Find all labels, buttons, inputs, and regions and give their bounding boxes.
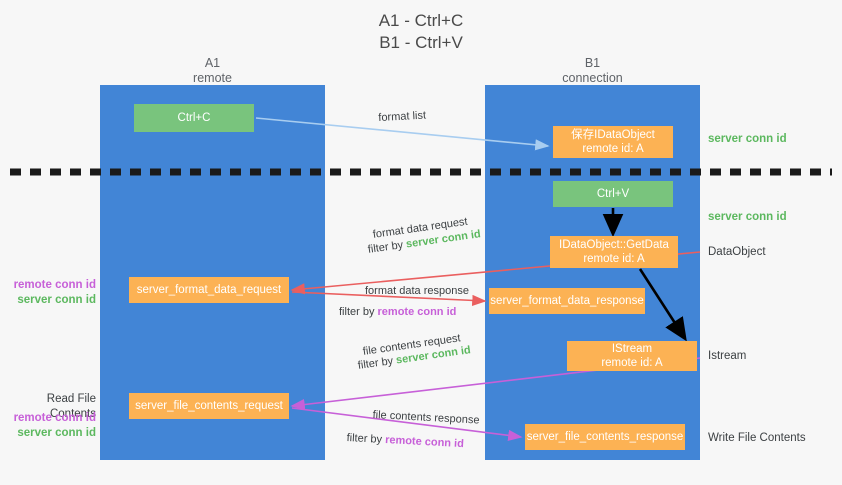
- lane-b1-role: connection: [562, 71, 623, 85]
- box-ctrl-v-label: Ctrl+V: [596, 188, 630, 200]
- page-title: A1 - Ctrl+C B1 - Ctrl+V: [0, 10, 842, 54]
- box-ctrl-v[interactable]: Ctrl+V: [553, 181, 673, 207]
- box-server-format-data-response[interactable]: server_format_data_response: [489, 288, 645, 314]
- label-server-conn-id-mid: server conn id: [708, 211, 787, 223]
- wire-label-file-contents-response-filter: filter by remote conn id: [346, 431, 464, 451]
- label-left-conn-ids-format: remote conn id server conn id: [8, 278, 96, 308]
- label-server-conn-id-2: server conn id: [17, 427, 96, 439]
- title-line-1: A1 - Ctrl+C: [378, 11, 464, 30]
- box-ctrl-c[interactable]: Ctrl+C: [134, 104, 254, 132]
- box-server-format-data-request[interactable]: server_format_data_request: [129, 277, 289, 303]
- box-idataobject-getdata-line1: IDataObject::GetData: [559, 239, 669, 251]
- box-ctrl-c-label: Ctrl+C: [177, 112, 211, 124]
- title-line-2: B1 - Ctrl+V: [379, 33, 463, 52]
- label-left-conn-ids-file: remote conn id server conn id: [8, 411, 96, 441]
- box-save-idataobject-line1: 保存IDataObject: [571, 129, 655, 141]
- lane-b1-name: B1: [584, 56, 601, 70]
- box-istream-line2: remote id: A: [601, 357, 663, 369]
- label-dataobject: DataObject: [708, 246, 766, 258]
- label-read-file-contents: Read File Contents: [46, 393, 96, 420]
- box-save-idataobject[interactable]: 保存IDataObject remote id: A: [553, 126, 673, 158]
- label-server-conn-id-1: server conn id: [17, 294, 96, 306]
- box-idataobject-getdata-line2: remote id: A: [583, 253, 645, 265]
- box-server-file-contents-request-label: server_file_contents_request: [135, 400, 283, 412]
- box-istream-line1: IStream: [611, 343, 653, 355]
- wire-label-format-data-response: format data response: [365, 285, 469, 297]
- box-idataobject-getdata[interactable]: IDataObject::GetData remote id: A: [550, 236, 678, 268]
- filter-prefix-1: filter by: [367, 238, 407, 256]
- lane-a1-name: A1: [204, 56, 221, 70]
- label-istream: Istream: [708, 350, 747, 362]
- box-istream[interactable]: IStream remote id: A: [567, 341, 697, 371]
- wire-label-format-data-response-filter: filter by remote conn id: [339, 305, 456, 319]
- label-remote-conn-id-2: remote conn id: [13, 412, 96, 424]
- label-remote-conn-id-1: remote conn id: [13, 279, 96, 291]
- filter-prefix-3: filter by: [357, 354, 397, 372]
- lane-a1-role: remote: [193, 71, 232, 85]
- filter-prefix-2: filter by: [339, 306, 378, 318]
- box-server-file-contents-response-label: server_file_contents_response: [526, 431, 684, 443]
- filter-prefix-4: filter by: [346, 431, 386, 446]
- filter-value-remote-conn-id-2: remote conn id: [384, 434, 465, 451]
- box-server-format-data-response-label: server_format_data_response: [490, 295, 644, 307]
- wire-label-file-contents-response: file contents response: [372, 408, 480, 427]
- lane-header-a1: A1 remote: [100, 56, 325, 86]
- box-server-format-data-request-label: server_format_data_request: [136, 284, 282, 296]
- box-server-file-contents-request[interactable]: server_file_contents_request: [129, 393, 289, 419]
- box-server-file-contents-response[interactable]: server_file_contents_response: [525, 424, 685, 450]
- lane-header-b1: B1 connection: [485, 56, 700, 86]
- filter-value-remote-conn-id-1: remote conn id: [377, 306, 457, 318]
- label-write-file-contents: Write File Contents: [708, 432, 806, 444]
- label-server-conn-id-top: server conn id: [708, 133, 787, 145]
- box-save-idataobject-line2: remote id: A: [582, 143, 644, 155]
- wire-label-format-list: format list: [378, 109, 427, 124]
